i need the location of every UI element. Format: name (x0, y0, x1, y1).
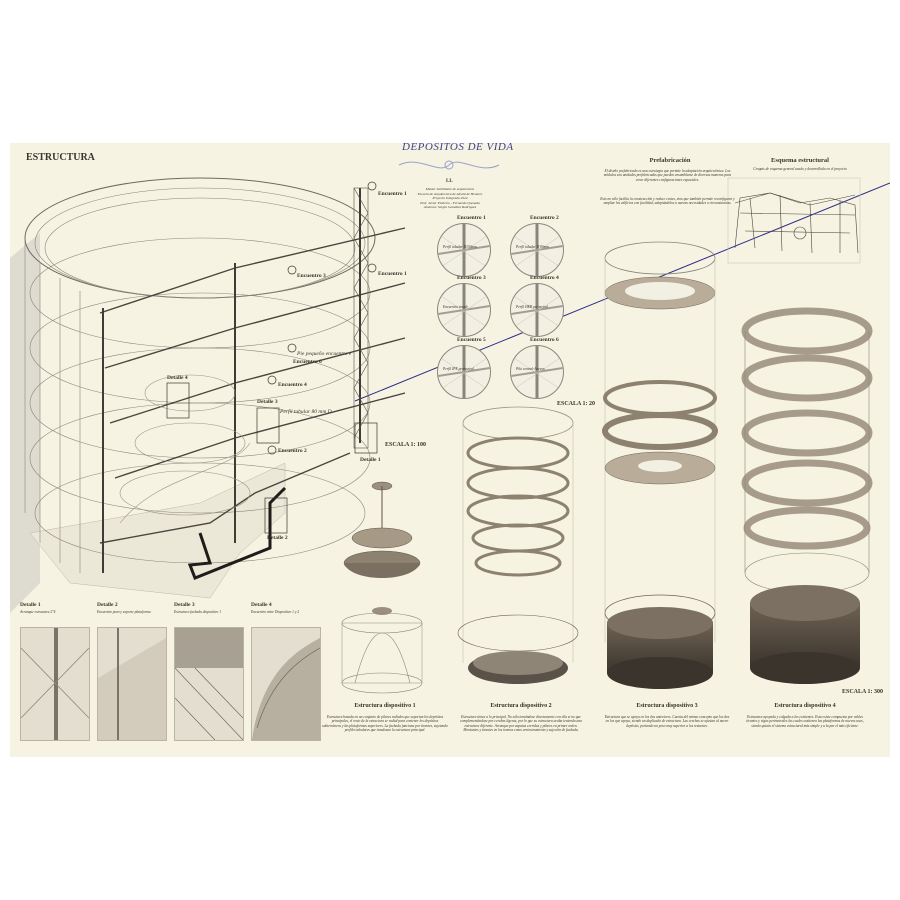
spiral-stair (119, 374, 251, 524)
dispositivo-text: Estructura apoyada y colgada a los exist… (746, 715, 864, 728)
label-encuentro-2: Encuentro 2 (278, 448, 307, 454)
detail-caption: Encuentro pozo y soporte plataforma (97, 610, 151, 614)
label-encuentro-4: Encuentro 4 (278, 382, 307, 388)
credit-line: Prof. Javier Pinheiro - Fernando Quesada (420, 200, 480, 205)
label-detalle-3: Detalle 3 (257, 399, 278, 405)
label-encuentro-1b: Encuentro 1 (378, 271, 407, 277)
credits: Máster habilitante de arquitectura Escue… (400, 187, 500, 210)
escala-encuentros: ESCALA 1: 20 (557, 401, 596, 407)
encuentro-note: Perfil HEB perimetral (516, 305, 549, 309)
encuentro-title: Encuentro 1 (457, 215, 486, 221)
detail-photo (97, 627, 167, 741)
detail-title: Detalle 1 (20, 602, 41, 608)
detail-photo-graphic (252, 638, 320, 740)
encuentro-title: Encuentro 2 (530, 215, 559, 221)
encuentro-circle (437, 223, 491, 277)
dispositivo-title: Estructura dispositivo 4 (774, 703, 836, 709)
label-pie-note: Pie pequeño encuentro e (297, 351, 352, 357)
prefabricacion-text-2: Esto no sólo facilita la construcción y … (600, 197, 735, 206)
prefabricacion-title: Prefabricación (649, 157, 691, 164)
encuentro-title: Encuentro 6 (530, 337, 559, 343)
label-detalle-2: Detalle 2 (267, 535, 288, 541)
dispositivo-title: Estructura dispositivo 1 (354, 703, 416, 709)
label-perfil-tubular: Perfil tubular 80 mm D (280, 409, 332, 415)
detail-photo-graphic (175, 628, 243, 740)
label-encuentro-1: Encuentro 1 (378, 191, 407, 197)
dispositivo-title: Estructura dispositivo 3 (636, 703, 698, 709)
section-title: ESTRUCTURA (26, 152, 95, 163)
credit-line: Máster habilitante de arquitectura (425, 187, 475, 191)
label-escala-section: ESCALA 1: 100 (385, 442, 427, 448)
encuentro-circle (510, 223, 564, 277)
encuentro-circle (437, 345, 491, 399)
detail-title: Detalle 4 (251, 602, 272, 608)
dispositivo-3-drawing (602, 241, 718, 689)
lattice-tower (353, 187, 369, 449)
credit-line: Alumnos: Sergio González Rodríguez (423, 205, 477, 210)
detail-photo (174, 627, 244, 741)
dispositivo-1-drawing (341, 481, 423, 694)
label-detalle-1: Detalle 1 (360, 457, 381, 463)
detail-callouts (166, 181, 378, 534)
detail-caption: Estructura fachada dispositivo 1 (174, 610, 222, 614)
encuentro-circle (510, 283, 564, 337)
detail-caption: Arranque estructura 2"4 (20, 610, 56, 614)
credit-line: Proyecto Integrado 2024 (432, 196, 468, 201)
label-encuentro-6: Encuentro 6 (293, 359, 322, 365)
credit-line: Escuela de Arquitectura de Alcalá de Hen… (417, 191, 483, 196)
encuentro-title: Encuentro 3 (457, 275, 486, 281)
encuentro-note: Perfil tubular D 80mm (516, 245, 549, 249)
encuentro-circle (510, 345, 564, 399)
detail-title: Detalle 2 (97, 602, 118, 608)
encuentro-title: Encuentro 5 (457, 337, 486, 343)
dispositivo-text: Estructura única a lo principal. No sólo… (460, 715, 582, 733)
architectural-drawings (10, 177, 890, 694)
prefabricacion-text-1: El diseño prefabricado es una estrategia… (603, 169, 732, 182)
detail-caption: Encuentro entre Dispositivo 1 y 2 (251, 610, 300, 614)
foundation (187, 486, 287, 580)
detail-photo (251, 627, 321, 741)
detail-photo-graphic (98, 628, 166, 740)
dispositivo-text: Estructura basada en un conjunto de pila… (322, 715, 448, 733)
dispositivo-text: Estructura que se apoya en los dos anter… (604, 715, 730, 728)
detail-photo-graphic (21, 628, 89, 740)
esquema-title: Esquema estructural (771, 157, 829, 164)
encuentro-note: Encuentro simple (443, 305, 469, 309)
encuentro-note: Perfil IPE perimetral (443, 367, 474, 371)
encuentro-note: Pila central-Anexos (516, 367, 545, 371)
escala-dispositivos: ESCALA 1: 300 (842, 689, 884, 695)
project-title: DEPÓSITOS DE VIDA (402, 143, 514, 153)
label-detalle-4: Detalle 4 (167, 375, 188, 381)
dispositivo-title: Estructura dispositivo 2 (490, 703, 552, 709)
dispositivo-4-drawing (741, 307, 873, 684)
encuentro-note: Perfil tubular D150mm (443, 245, 477, 249)
team-code: LL (446, 179, 453, 184)
detail-photo (20, 627, 90, 741)
columns (102, 188, 361, 573)
section-outline (24, 177, 376, 573)
encuentro-circle (437, 283, 491, 337)
dispositivo-2-drawing (457, 406, 579, 684)
encuentro-title: Encuentro 4 (530, 275, 559, 281)
poster-sheet: ESTRUCTURA DEPÓSITOS DE VIDA LL Máster h… (10, 143, 890, 757)
label-encuentro-3: Encuentro 3 (297, 273, 326, 279)
esquema-text: Croquis de esquema general usado y desar… (753, 167, 847, 171)
detail-title: Detalle 3 (174, 602, 195, 608)
sketch-drawing (727, 177, 861, 264)
title-ornament (394, 155, 504, 175)
